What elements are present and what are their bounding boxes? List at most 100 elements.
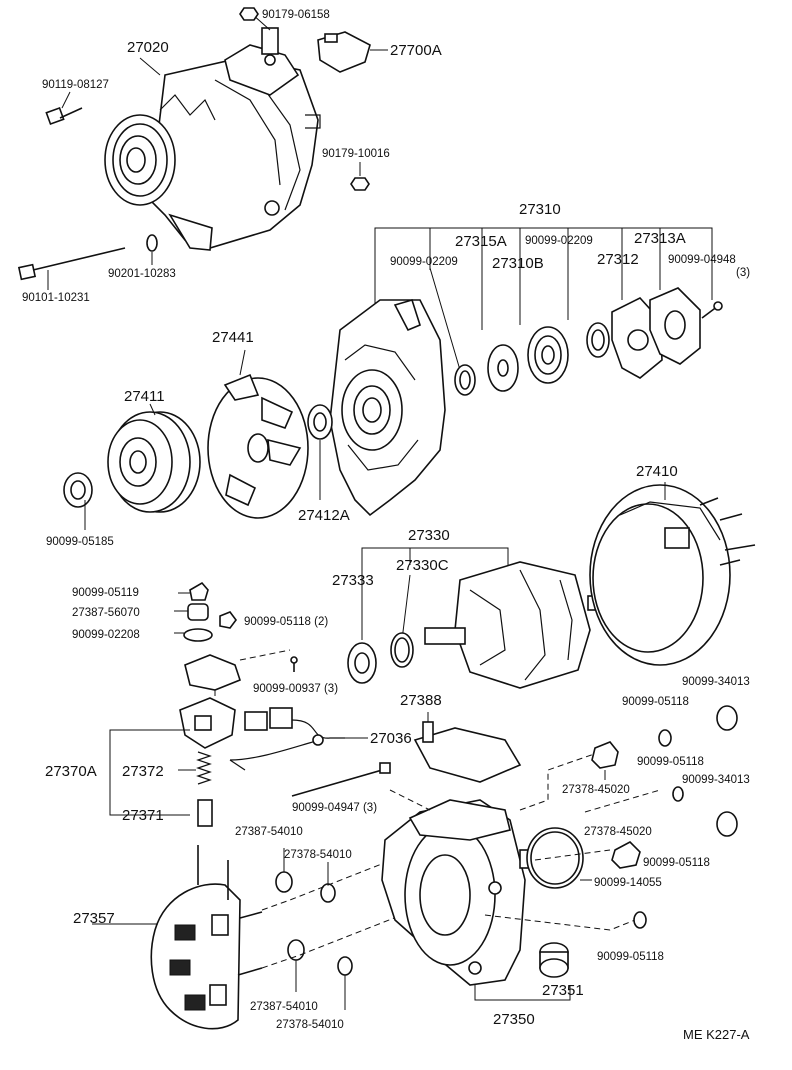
label-27378-45020a: 27378-45020 [562,784,630,796]
bushing-27378-45020b [611,841,641,869]
label-27370A: 27370A [45,763,97,780]
bracket-27350-lines [474,985,571,1001]
through-bolt-90101-10231 [17,247,126,281]
label-27315A: 27315A [455,233,507,250]
label-90099-05118-2: 90099-05118 (2) [244,616,328,628]
connector-27700A [317,31,371,73]
cap-90099-05119 [189,581,209,601]
washer-90099-02208 [183,628,213,642]
cap-90099-34013b [716,811,738,837]
drive-end-frame [329,299,446,517]
label-27387-54010b: 27387-54010 [250,1001,318,1013]
bushing-27378-45020a [591,741,619,769]
regulator-cover [184,654,241,691]
spacer-27412A [307,404,333,440]
label-27330C: 27330C [396,557,449,574]
label-90099-05118d: 90099-05118 [597,951,664,963]
washer-90201-10283 [146,234,158,252]
insulator-27387-54010a [275,871,293,893]
bracket-27370A-lines [109,729,196,816]
label-90099-34013a: 90099-34013 [682,676,750,688]
label-90201-10283: 90201-10283 [108,268,176,280]
fan-27441 [207,373,309,519]
bracket-27330-lines [361,547,509,641]
brush-27371 [197,799,213,827]
cap-90099-34013a [716,705,738,731]
stator-27410 [589,484,756,666]
screw-90099-00937 [290,656,298,672]
label-90099-14055: 90099-14055 [594,877,662,889]
insulator-27387-54010b [287,939,305,961]
spring-27372 [196,751,212,785]
label-27388: 27388 [400,692,442,709]
label-27371: 27371 [122,807,164,824]
pulley-27411 [107,411,201,513]
label-27020: 27020 [127,39,169,56]
bolt-90099-04947 [291,762,391,797]
label-27378-54010a: 27378-54010 [284,849,352,861]
nut-90099-05118-2 [219,611,237,629]
label-90099-02209b: 90099-02209 [525,235,593,247]
pulley-nut-90099-05185 [63,472,93,508]
label-90099-05118c: 90099-05118 [643,857,710,869]
label-90099-05118a: 90099-05118 [622,696,689,708]
rectifier-end-frame-27350 [381,799,535,986]
o-ring-90099-14055 [526,827,584,889]
nut-90099-05118a [658,729,672,747]
label-27387-54010a: 27387-54010 [235,826,303,838]
rotor-27330 [424,561,619,689]
label-90099-05118b: 90099-05118 [637,756,704,768]
nut-90099-05118b [672,786,684,802]
bearing-27310B [527,326,569,384]
label-90099-05119: 90099-05119 [72,587,139,599]
insulator-27378-54010b [337,956,353,976]
label-27357: 27357 [73,910,115,927]
nut-90179-10016 [350,177,370,191]
bolt-90119-08127 [45,106,83,126]
label-90119-08127: 90119-08127 [42,79,109,91]
connector-27036 [229,707,345,771]
leader-ticks [47,57,161,925]
terminal-insulator-27388 [413,721,522,783]
label-27333: 27333 [332,572,374,589]
label-90179-10016: 90179-10016 [322,148,390,160]
washer-27315A [487,344,519,392]
label-90179-06158: 90179-06158 [262,9,330,21]
label-27412A: 27412A [298,507,350,524]
label-27036: 27036 [370,730,412,747]
label-27441: 27441 [212,329,254,346]
label-27372: 27372 [122,763,164,780]
label-27310B: 27310B [492,255,544,272]
rectifier-27357 [150,845,263,1030]
label-27410: 27410 [636,463,678,480]
labels: 90179-06158 27020 27700A 90119-08127 901… [22,9,750,1042]
label-27350: 27350 [493,1011,535,1028]
label-27378-45020b: 27378-45020 [584,826,652,838]
label-90099-04947: 90099-04947 (3) [292,802,377,814]
grommet-27387-56070 [187,603,209,621]
ring-27330C [390,632,414,668]
label-90099-34013b: 90099-34013 [682,774,750,786]
label-27312: 27312 [597,251,639,268]
bearing-27333 [347,642,377,684]
label-27387-56070: 27387-56070 [72,607,140,619]
alternator-assembly [104,27,321,251]
bushing-27351 [539,942,569,978]
cover-27313A [649,287,701,365]
label-90099-00937: 90099-00937 (3) [253,683,338,695]
label-qty-3a: (3) [736,267,750,279]
label-27351: 27351 [542,982,584,999]
label-90099-02209a: 90099-02209 [390,256,458,268]
regulator-27372 [179,697,236,749]
label-27378-54010b: 27378-54010 [276,1019,344,1031]
label-90099-02208: 90099-02208 [72,629,140,641]
label-27700A: 27700A [390,42,442,59]
seal-90099-02209a [454,364,476,396]
nut-90179-06158 [239,7,259,21]
seal-90099-02209b [586,322,610,358]
label-27310: 27310 [519,201,561,218]
diagram-code: ME K227-A [683,1027,750,1042]
label-90099-05185: 90099-05185 [46,536,114,548]
bracket-27310-group-lines [374,227,713,371]
